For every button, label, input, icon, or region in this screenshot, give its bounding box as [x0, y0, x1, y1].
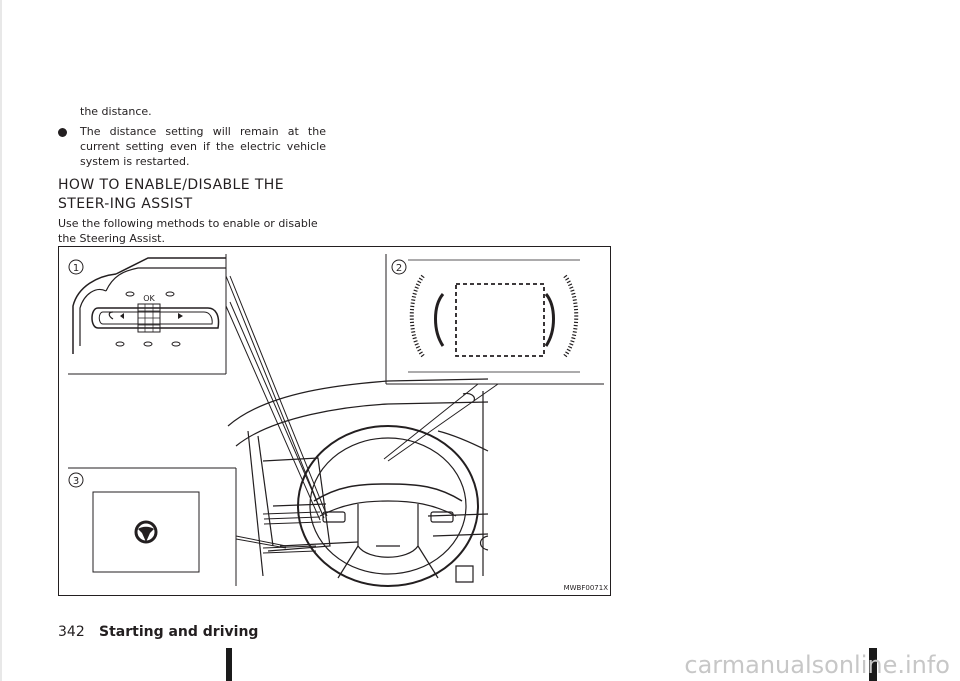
- section-heading: HOW TO ENABLE/DISABLE THE STEER-ING ASSI…: [58, 177, 284, 212]
- scan-edge-mark: [869, 648, 877, 681]
- intro-paragraph: Use the following methods to enable or d…: [58, 217, 318, 245]
- steering-assist-illustration: OK 1 2 3 MWBF0071X: [58, 246, 611, 596]
- bullet-icon: [58, 128, 67, 137]
- callout-2: 2: [396, 263, 402, 274]
- section-title: Starting and driving: [99, 624, 259, 640]
- callout-1: 1: [73, 263, 79, 274]
- page-number: 342: [58, 624, 85, 640]
- callout-3: 3: [73, 476, 79, 487]
- scan-edge-mark: [226, 648, 232, 681]
- page-edge: [0, 0, 2, 681]
- continuation-text: the distance.: [80, 105, 152, 118]
- switch-ok-label: OK: [143, 294, 155, 303]
- bullet-text: The distance setting will remain at the …: [80, 125, 326, 168]
- figure-code: MWBF0071X: [564, 584, 609, 592]
- watermark: carmanualsonline.info: [684, 651, 950, 679]
- steering-assist-indicator-icon: [134, 520, 158, 544]
